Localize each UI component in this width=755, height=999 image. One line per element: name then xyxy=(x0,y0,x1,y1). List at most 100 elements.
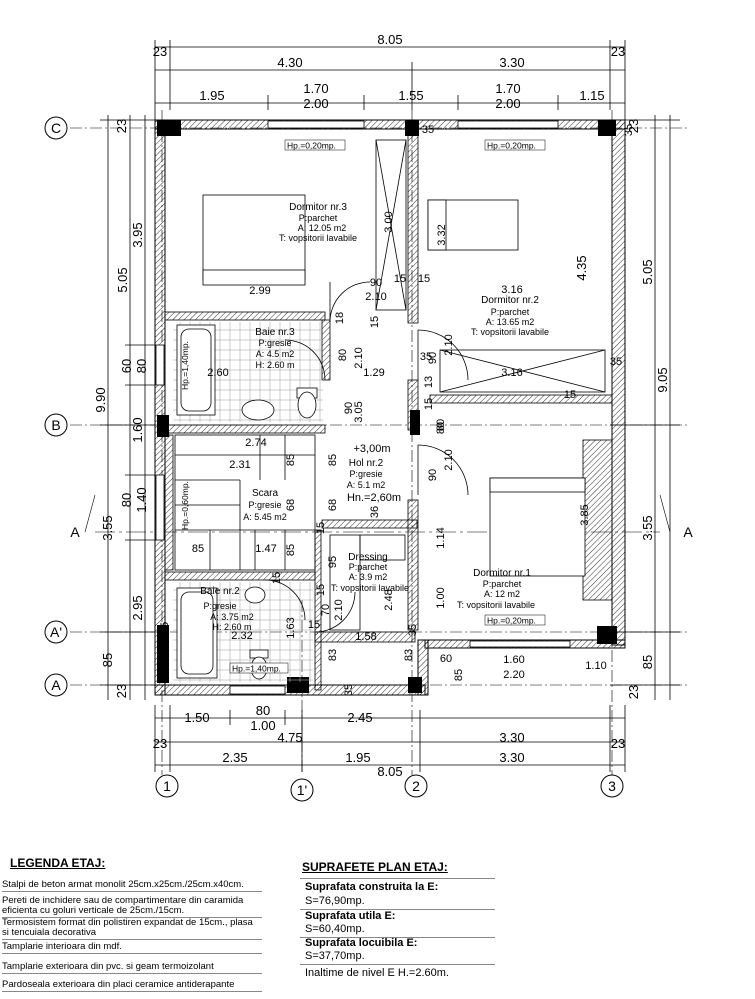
living-area-value: S=37,70mp. xyxy=(305,950,365,962)
dim-36: 36 xyxy=(369,506,381,518)
dim-13: 13 xyxy=(423,376,435,388)
axis-c-label: C xyxy=(51,120,61,136)
dim-90b: 90 xyxy=(427,352,439,364)
dim-85a: 85 xyxy=(285,454,297,466)
dim-right-d1: 4.35 xyxy=(574,255,589,280)
dressing-name: Dressing xyxy=(348,552,387,563)
dim-83a: 83 xyxy=(327,649,339,661)
dim-68b: 68 xyxy=(327,499,339,511)
dim-85c: 85 xyxy=(192,543,204,555)
dim-210e: 2.10 xyxy=(333,599,345,620)
dim-316: 3.16 xyxy=(501,284,522,296)
dressing-area: A: 3.9 m2 xyxy=(349,572,388,582)
baie2-area: A: 3.75 m2 xyxy=(210,612,254,622)
dim-bot-r1-1: 1.50 xyxy=(184,710,209,725)
dim-274: 2.74 xyxy=(245,437,266,449)
window-label-left2: Hp.=0,60mp. xyxy=(180,481,190,530)
dim-left-d4: 1.60 xyxy=(130,417,145,442)
dim-right-edge-bot: 23 xyxy=(626,685,641,699)
dorm1-name: Dormitor nr.1 xyxy=(473,568,531,579)
baie3-floor: P:gresie xyxy=(258,338,291,348)
dim-left-total: 9.90 xyxy=(93,387,108,412)
dim-top-r3-3: 1.55 xyxy=(398,88,423,103)
dim-bot-edge-left: 23 xyxy=(153,736,167,751)
dorm1-area: A: 12 m2 xyxy=(484,589,520,599)
dim-top-seg-right: 3.30 xyxy=(499,55,524,70)
dim-100: 1.00 xyxy=(435,587,447,608)
dim-35c: 35 xyxy=(159,622,171,634)
dim-300: 3.00 xyxy=(383,211,395,232)
dim-left-d1: 3.95 xyxy=(130,222,145,247)
dim-top-r3-2: 1.70 xyxy=(303,81,328,96)
hol2-floor: P:gresie xyxy=(349,469,382,479)
divider xyxy=(300,878,495,879)
built-area-value: S=76,90mp. xyxy=(305,895,365,907)
floor-plan: C B A' A 1 1' 2 3 A A 8.05 23 23 4.30 3.… xyxy=(44,32,693,802)
dim-left-d8: 2.95 xyxy=(130,595,145,620)
window-label-top-left: Hp.=0,20mp. xyxy=(287,141,336,151)
dorm2-name: Dormitor nr.2 xyxy=(481,295,539,306)
hol2-hn: Hn.=2,60m xyxy=(347,492,401,504)
dim-bot-r1-2: 2.45 xyxy=(347,710,372,725)
dim-90c: 90 xyxy=(343,402,355,414)
dim-bot-r3-1: 2.35 xyxy=(222,750,247,765)
dim-35b: 35 xyxy=(610,356,622,368)
dim-15i: 15 xyxy=(308,619,320,631)
dim-bot-seg-left: 4.75 xyxy=(277,730,302,745)
dorm3-walls: T: vopsitorii lavabile xyxy=(279,233,357,243)
dim-right-d3: 3.55 xyxy=(640,515,655,540)
dim-90: 90 xyxy=(370,277,382,289)
axis-a-label: A xyxy=(51,677,61,693)
built-area-label: Suprafata construita la E: xyxy=(305,881,439,893)
baie3-area: A: 4.5 m2 xyxy=(256,349,295,359)
dim-bot-edge-right: 23 xyxy=(611,736,625,751)
dim-bot-r1-b: 1.00 xyxy=(250,718,275,733)
dorm3-area: A: 12.05 m2 xyxy=(298,223,347,233)
dressing-floor: P:parchet xyxy=(349,562,388,572)
dim-160: 1.60 xyxy=(503,654,524,666)
dim-left-d6: 1.40 xyxy=(134,487,149,512)
baie2-height: H: 2.60 m xyxy=(212,622,251,632)
dim-top-r3-4: 1.70 xyxy=(495,81,520,96)
dim-top-edge-right: 23 xyxy=(611,44,625,59)
useful-area-label: Suprafata utila E: xyxy=(305,910,396,922)
baie3-name: Baie nr.3 xyxy=(255,327,295,338)
dim-80: 80 xyxy=(337,349,349,361)
dim-top-r4-1: 2.00 xyxy=(303,96,328,111)
scara-floor: P:gresie xyxy=(248,500,281,510)
dim-15h: 15 xyxy=(315,584,327,596)
baie2-floor: P:gresie xyxy=(203,601,236,611)
dim-15g: 15 xyxy=(271,572,283,584)
dim-right-edge-top: 23 xyxy=(626,119,641,133)
axis-3-label: 3 xyxy=(608,778,616,794)
dim-158: 1.58 xyxy=(355,631,376,643)
dim-left-d3b: 80 xyxy=(134,359,149,373)
dim-305: 3.05 xyxy=(353,401,365,422)
dim-top-total: 8.05 xyxy=(377,32,402,47)
dressing-walls: T: vopsitorii lavabile xyxy=(331,583,409,593)
dorm3-name: Dormitor nr.3 xyxy=(289,202,347,213)
baie2-name: Baie nr.2 xyxy=(200,586,240,597)
axis-markers xyxy=(44,116,624,802)
dorm1-floor: P:parchet xyxy=(483,579,522,589)
dim-83b: 83 xyxy=(403,649,415,661)
dim-85e: 85 xyxy=(453,669,465,681)
dim-210: 2.10 xyxy=(365,291,386,303)
legend-item-exterior-joinery: Tamplarie exterioara din pvc. si geam te… xyxy=(2,962,262,974)
window-label-bot-right: Hp.=0,20mp. xyxy=(487,616,536,626)
dim-231: 2.31 xyxy=(229,459,250,471)
dim-15c: 15 xyxy=(369,316,381,328)
dim-210d: 2.10 xyxy=(443,449,455,470)
dim-top-r3-1: 1.95 xyxy=(199,88,224,103)
dim-right-d2: 5.05 xyxy=(640,259,655,284)
dim-left-d9: 85 xyxy=(100,653,115,667)
dim-95: 95 xyxy=(327,556,339,568)
dim-18: 18 xyxy=(334,312,346,324)
dim-248: 2.48 xyxy=(383,589,395,610)
dim-85b: 85 xyxy=(327,454,339,466)
divider xyxy=(300,964,495,965)
columns xyxy=(157,120,617,693)
dim-left-edge-bot: 23 xyxy=(114,684,129,698)
window-label-left1: Hp.=1,40mp. xyxy=(180,341,190,390)
section-label-left: A xyxy=(70,524,80,540)
